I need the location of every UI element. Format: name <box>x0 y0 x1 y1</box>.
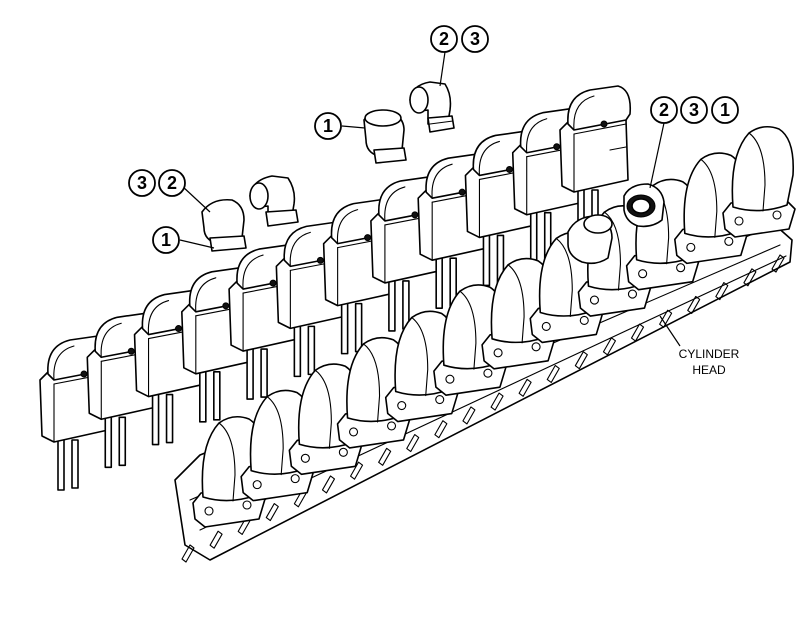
callout-group-1: 2 3 <box>430 25 489 87</box>
callout-number: 1 <box>161 230 171 250</box>
callout-group-2: 1 <box>314 112 366 140</box>
callout-group-3: 2 3 1 <box>649 96 739 189</box>
connector-caps <box>201 81 665 265</box>
callout-number: 3 <box>689 100 699 120</box>
callout-number: 1 <box>323 116 333 136</box>
straight-connector-2 <box>201 198 247 252</box>
rocker-cover <box>674 152 748 265</box>
callout-group-4: 3 2 <box>128 169 211 213</box>
straight-connector-3 <box>623 183 665 228</box>
callout-number: 2 <box>167 173 177 193</box>
front-rocker-covers <box>192 125 796 528</box>
cylinder-head-label: CYLINDER HEAD <box>659 315 740 377</box>
straight-connector-4 <box>567 214 613 265</box>
callout-number: 2 <box>659 100 669 120</box>
rocker-cover <box>481 257 555 370</box>
rocker-cover <box>722 125 796 238</box>
label-cylinder: CYLINDER <box>679 347 740 361</box>
callouts: 2 3 1 2 3 1 3 2 <box>128 25 739 254</box>
elbow-connector-2 <box>249 175 299 227</box>
callout-number: 3 <box>137 173 147 193</box>
elbow-connector-1 <box>409 81 455 133</box>
callout-number: 3 <box>470 29 480 49</box>
label-head: HEAD <box>692 363 726 377</box>
callout-number: 2 <box>439 29 449 49</box>
callout-group-5: 1 <box>152 226 215 254</box>
rocker-cover <box>336 336 411 449</box>
rear-bank-modules <box>39 85 632 491</box>
callout-number: 1 <box>720 100 730 120</box>
straight-connector-1 <box>363 109 407 164</box>
